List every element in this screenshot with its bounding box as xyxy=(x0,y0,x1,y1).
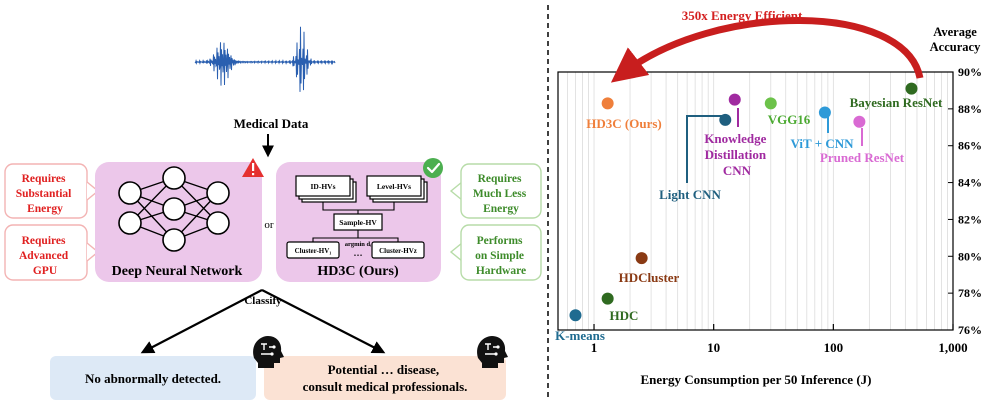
label-kmeans: K-means xyxy=(555,328,605,343)
hd3c-box: ID-HVs Level-HVs Sample-HV argmin dᵢ Clu… xyxy=(276,162,441,282)
hd3c-label: HD3C (Ours) xyxy=(317,264,399,279)
cluster-hvz-label: Cluster-HVz xyxy=(379,247,417,255)
nn-node xyxy=(162,166,186,190)
classify-arrow-normal xyxy=(140,289,263,354)
data-point-hdc xyxy=(601,292,614,305)
y-tick-label: 86% xyxy=(958,139,982,153)
data-point-pruned-resnet xyxy=(853,115,866,128)
svg-text:Performs on Simple: Performs on Simple Hardware xyxy=(475,235,527,277)
argmin-label: argmin dᵢ xyxy=(345,241,372,248)
nn-node xyxy=(206,181,230,205)
warning-icon xyxy=(242,158,264,177)
dnn-box: Deep Neural Network xyxy=(95,162,262,282)
data-point-hdcluster xyxy=(635,252,648,265)
efficiency-arrow xyxy=(610,17,924,83)
outcome-disease-box: Potential … disease, consult medical pro… xyxy=(264,356,506,400)
drawback-gpu-line1: Requires xyxy=(22,235,66,247)
outcome-normal-text: No abnormally detected. xyxy=(85,371,221,386)
x-tick-label: 1 xyxy=(591,340,598,355)
label-pruned-resnet: Pruned ResNet xyxy=(820,150,905,165)
drawback-energy-line2: Substantial xyxy=(16,188,72,200)
label-hd3c: HD3C (Ours) xyxy=(586,116,661,131)
classify-label: Classify xyxy=(244,295,282,307)
outcome-disease-line2: consult medical professionals. xyxy=(303,379,468,394)
data-point-bayesian-resnet xyxy=(905,82,918,95)
drawback-energy-line3: Energy xyxy=(27,203,63,215)
sample-hv-label: Sample-HV xyxy=(339,218,377,227)
y-axis-label-line1: Average xyxy=(933,25,977,39)
drawback-box-energy: Requires Substantial Energy xyxy=(4,163,100,219)
y-tick-label: 80% xyxy=(958,249,982,263)
label-vgg16: VGG16 xyxy=(768,112,811,127)
benefit-hardware-line3: Hardware xyxy=(476,265,526,277)
label-vit-cnn: ViT + CNN xyxy=(790,136,854,151)
svg-text:Requires Substantial: Requires Substantial Energy xyxy=(16,173,74,215)
svg-text:Requires Much Less: Requires Much Less Energy xyxy=(473,173,529,215)
x-axis-label: Energy Consumption per 50 Inference (J) xyxy=(641,372,872,387)
id-hvs-label: ID-HVs xyxy=(310,182,335,191)
waveform-signal xyxy=(194,26,336,92)
data-point-vgg16 xyxy=(764,97,777,110)
cluster-ellipsis: … xyxy=(354,248,363,258)
data-point-knowledge-distillation-cnn xyxy=(728,93,741,106)
nn-node xyxy=(162,228,186,252)
ai-head-icon xyxy=(253,336,284,368)
check-icon xyxy=(423,158,443,178)
label-hdc: HDC xyxy=(610,308,639,323)
ai-head-icon xyxy=(477,336,508,368)
x-tick-label: 10 xyxy=(707,340,720,355)
x-tick-label: 1,000 xyxy=(938,340,967,355)
light-cnn-callout xyxy=(686,115,726,183)
benefit-box-hardware: Performs on Simple Hardware xyxy=(449,224,542,281)
y-tick-label: 84% xyxy=(958,176,982,190)
drawback-gpu-line3: GPU xyxy=(33,265,58,277)
data-point-vit-cnn xyxy=(818,106,831,119)
nn-node xyxy=(206,211,230,235)
cluster-hv1-label: Cluster-HV₁ xyxy=(295,247,332,255)
drawback-gpu-line2: Advanced xyxy=(19,250,69,262)
y-tick-label: 76% xyxy=(958,323,982,337)
data-point-k-means xyxy=(569,309,582,322)
or-label: or xyxy=(264,219,274,231)
nn-node xyxy=(118,181,142,205)
svg-text:Potential … disease, con: Potential … disease, consult medical pro… xyxy=(303,362,468,394)
y-tick-label: 88% xyxy=(958,102,982,116)
benefit-box-energy: Requires Much Less Energy xyxy=(449,163,542,219)
drawback-energy-line1: Requires xyxy=(22,173,66,185)
label-light-cnn: Light CNN xyxy=(659,187,721,202)
classify-arrow-disease xyxy=(261,289,386,354)
benefit-hardware-line2: on Simple xyxy=(475,250,524,262)
accuracy-energy-chart: 76% 78% 80% 82% 84% 86% 88% 90% 1 10 100 1,000 Ave… xyxy=(555,8,982,387)
y-tick-label: 78% xyxy=(958,286,982,300)
x-tick-label: 100 xyxy=(824,340,844,355)
benefit-energy-line2: Much Less xyxy=(473,188,527,200)
svg-text:Requires Advanced: Requires Advanced GPU xyxy=(19,235,71,277)
dnn-label: Deep Neural Network xyxy=(112,264,243,279)
medical-data-label: Medical Data xyxy=(234,116,309,131)
label-hdcluster: HDCluster xyxy=(619,270,680,285)
label-kd-cnn: Knowledge Distillation CNN xyxy=(704,131,769,178)
benefit-energy-line1: Requires xyxy=(478,173,522,185)
benefit-hardware-line1: Performs xyxy=(477,235,523,247)
nn-node xyxy=(118,211,142,235)
data-point-hd3c-ours- xyxy=(601,97,614,110)
data-point-light-cnn xyxy=(719,113,732,126)
level-hvs-label: Level-HVs xyxy=(377,182,411,191)
y-axis-label-line2: Accuracy xyxy=(930,40,981,54)
plot-frame xyxy=(557,71,954,331)
benefit-energy-line3: Energy xyxy=(483,203,519,215)
y-tick-label: 90% xyxy=(958,65,982,79)
outcome-disease-line1: Potential … disease, xyxy=(328,362,440,377)
efficiency-annotation: 350x Energy Efficient xyxy=(682,8,803,23)
label-bayesian-resnet: Bayesian ResNet xyxy=(850,95,943,110)
nn-node xyxy=(162,197,186,221)
drawback-box-gpu: Requires Advanced GPU xyxy=(4,224,100,281)
outcome-normal-box: No abnormally detected. xyxy=(50,356,256,400)
y-tick-label: 82% xyxy=(958,212,982,226)
